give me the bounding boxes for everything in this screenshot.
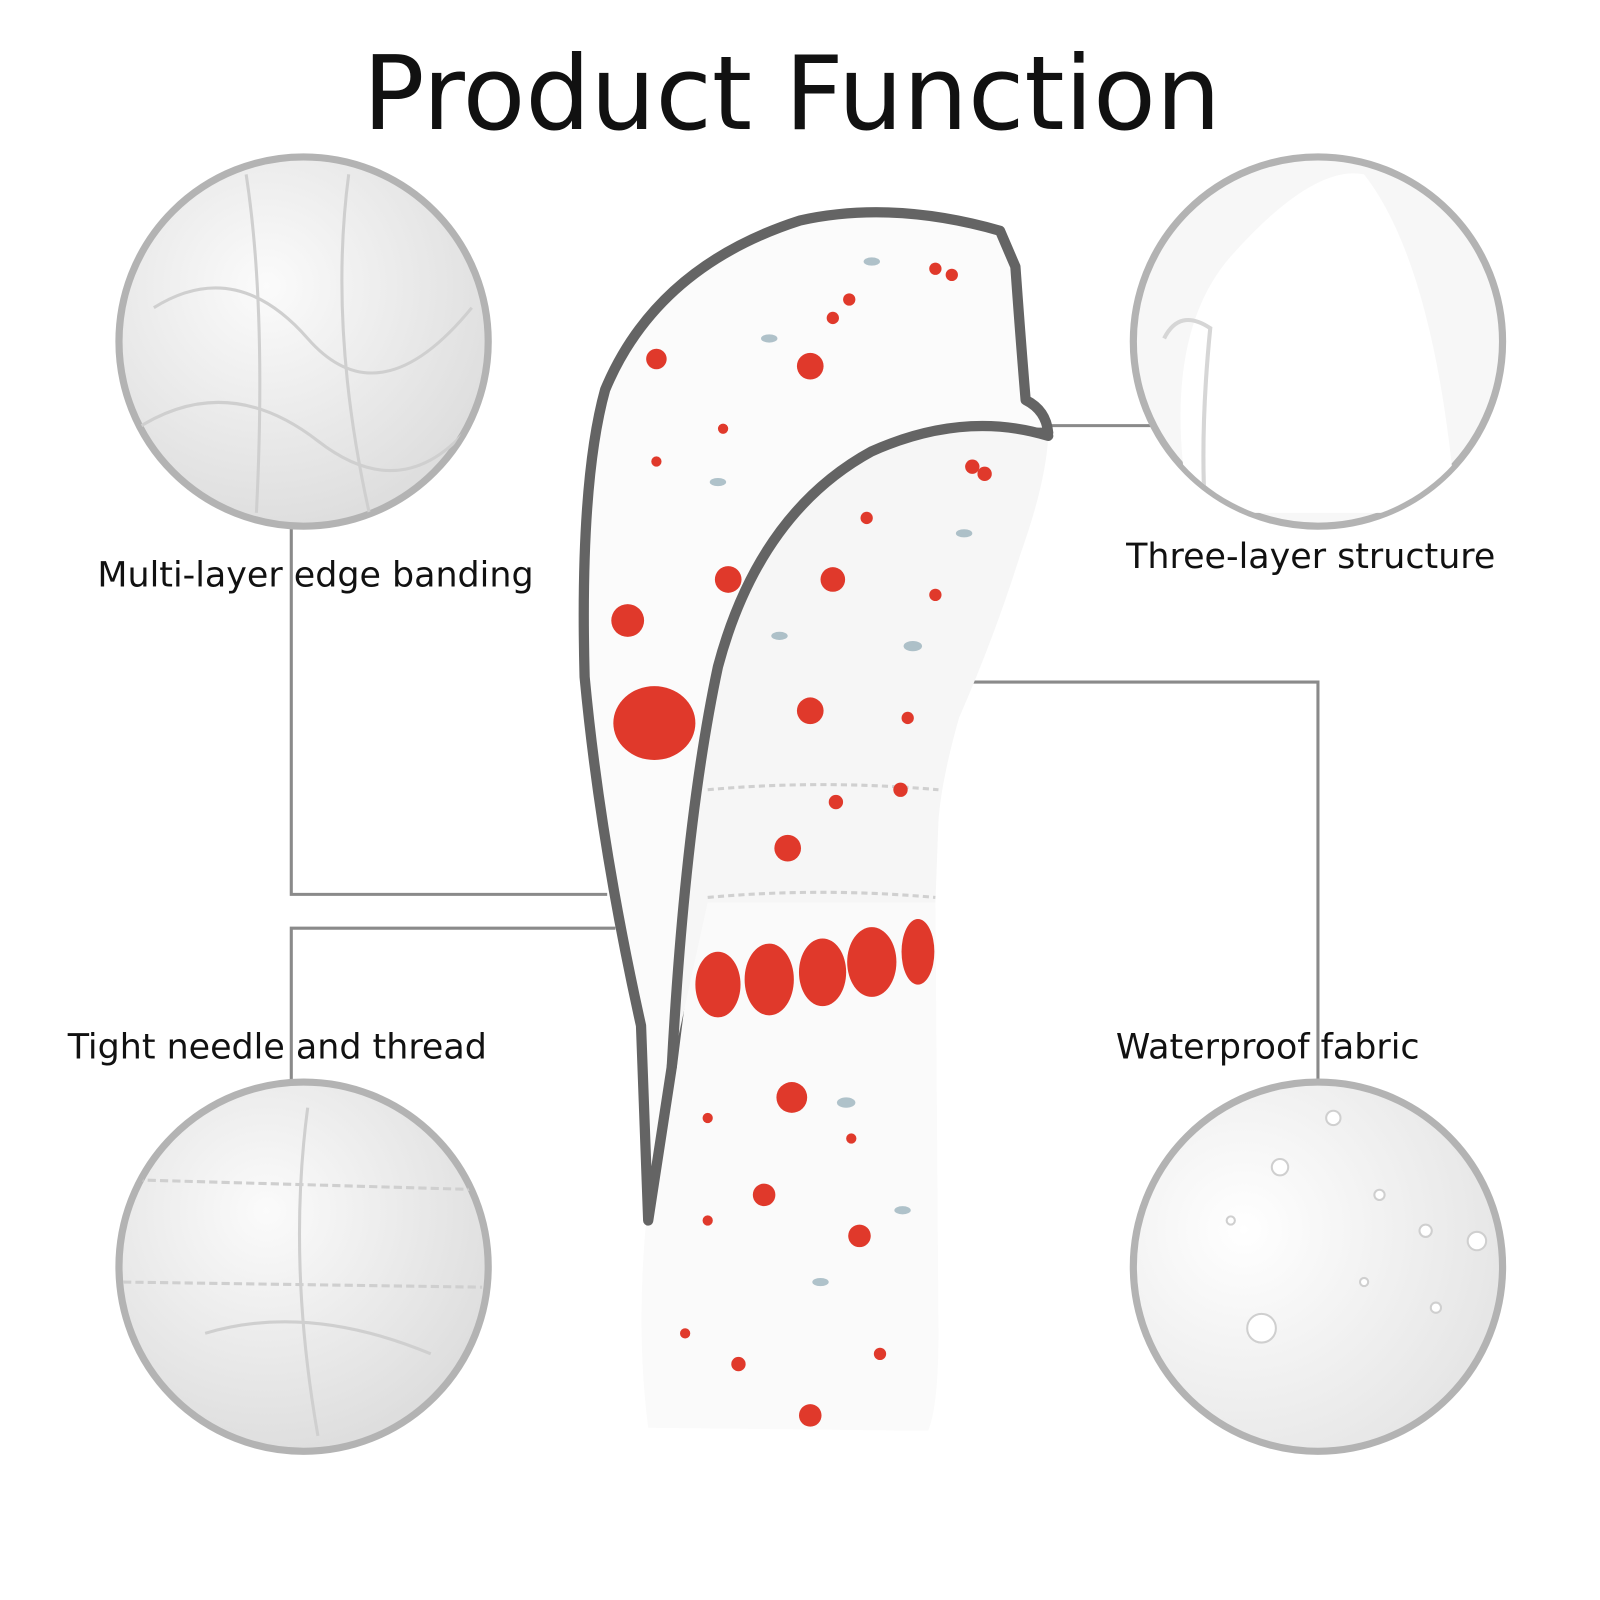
detail-waterproof-image [1129,1078,1507,1455]
leader-lines [289,424,1320,1083]
feature-label-edge-banding: Multi-layer edge banding [97,556,533,596]
detail-stitching-image [115,1078,492,1455]
feature-label-waterproof: Waterproof fabric [1116,1027,1420,1067]
headcover-product-image [578,207,1054,1431]
detail-three-layer-image [1129,153,1507,530]
detail-edge-banding-image [115,153,492,530]
feature-label-three-layer: Three-layer structure [1125,537,1495,577]
page-title: Product Function [363,35,1221,154]
feature-label-stitching: Tight needle and thread [67,1027,487,1067]
